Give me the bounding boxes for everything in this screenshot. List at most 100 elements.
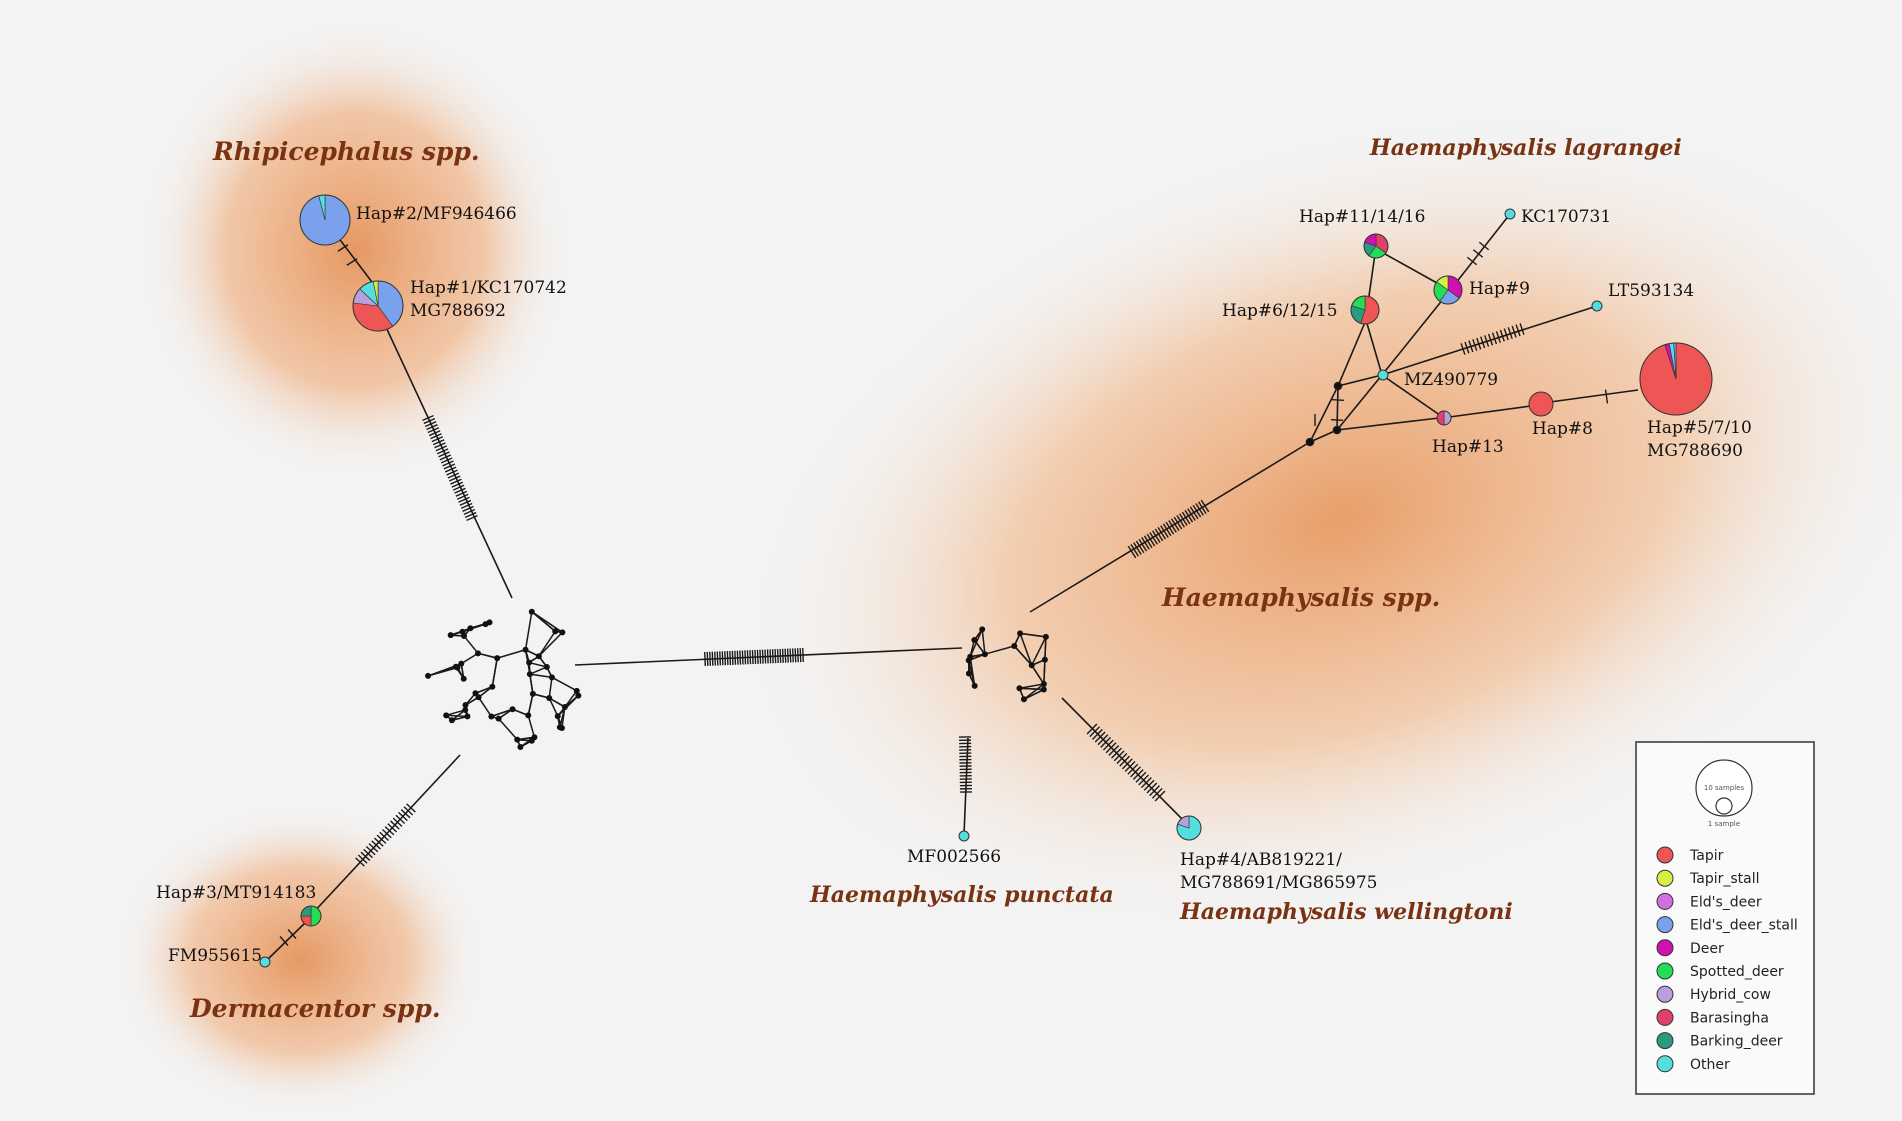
mesh-vertex: [461, 676, 467, 682]
hap4-label-line2: MG788691/MG865975: [1180, 873, 1378, 893]
hap5-label-line2: MG788690: [1647, 441, 1743, 461]
mutation-tick: [755, 650, 756, 664]
mesh-edge: [464, 636, 478, 653]
legend-item-label: Barasingha: [1690, 1010, 1769, 1026]
hap5-node: [1640, 343, 1712, 415]
mesh-vertex: [982, 651, 988, 657]
mesh-vertex: [555, 713, 561, 719]
mutation-tick: [773, 649, 774, 663]
mutation-tick: [763, 650, 764, 664]
mutation-tick: [798, 648, 799, 662]
mutation-tick: [707, 652, 708, 666]
legend-swatch: [1657, 847, 1673, 863]
mutation-tick: [712, 652, 713, 666]
punctata-label: Haemaphysalis punctata: [809, 882, 1114, 908]
legend-swatch: [1657, 1033, 1673, 1049]
mesh-vertex: [966, 671, 972, 677]
mutation-tick: [800, 648, 801, 662]
mesh-edge: [539, 632, 563, 656]
rhipicephalus-label: Rhipicephalus spp.: [212, 137, 480, 166]
mutation-tick: [710, 652, 711, 666]
mesh-vertex: [462, 702, 468, 708]
kc170731-label: KC170731: [1521, 207, 1611, 227]
mesh-edge: [446, 715, 467, 716]
mesh-vertex: [475, 650, 481, 656]
mesh-vertex: [972, 683, 978, 689]
hap4-node: [1177, 816, 1201, 840]
branch-vertex: [1335, 383, 1342, 390]
mesh-vertex: [549, 674, 555, 680]
mutation-tick: [760, 650, 761, 664]
mutation-tick: [770, 649, 771, 663]
mutation-tick: [740, 651, 741, 665]
fm955615-label: FM955615: [168, 946, 262, 966]
hap8-label: Hap#8: [1532, 419, 1593, 439]
mutation-tick: [732, 651, 733, 665]
mutation-tick: [757, 650, 758, 664]
mutation-tick: [778, 649, 779, 663]
mutation-tick: [705, 652, 706, 666]
mesh-vertex: [544, 664, 550, 670]
mesh-vertex: [494, 655, 500, 661]
mesh-vertex: [552, 628, 558, 634]
mesh-vertex: [1016, 685, 1022, 691]
hap11-node: [1364, 234, 1388, 258]
hap2-node: [300, 195, 350, 245]
mesh-vertex: [971, 637, 977, 643]
legend-item-label: Hybrid_cow: [1690, 987, 1771, 1003]
legend-swatch: [1657, 893, 1673, 909]
legend-swatch: [1657, 963, 1673, 979]
mesh-vertex: [525, 712, 531, 718]
mutation-tick: [730, 651, 731, 665]
legend-scale-large-label: 10 samples: [1704, 784, 1745, 792]
mesh-vertex: [514, 737, 520, 743]
mutation-tick: [803, 648, 804, 662]
junction-mesh-left: [425, 609, 581, 750]
hap3-node: [301, 906, 321, 926]
hap5-label-line1: Hap#5/7/10: [1647, 418, 1752, 438]
legend-swatch: [1657, 870, 1673, 886]
legend-item-label: Deer: [1690, 941, 1724, 957]
mutation-tick: [737, 651, 738, 665]
rhipicephalus-region: [140, 20, 570, 480]
mutation-tick: [785, 649, 786, 663]
hap1-label-line2: MG788692: [410, 301, 506, 321]
mutation-tick: [725, 651, 726, 665]
mutation-tick: [793, 648, 794, 662]
mesh-vertex: [1011, 643, 1017, 649]
mesh-edge: [491, 709, 512, 716]
mesh-vertex: [1042, 657, 1048, 663]
mesh-vertex: [510, 706, 516, 712]
mutation-tick: [765, 650, 766, 664]
legend-swatch: [1657, 1009, 1673, 1025]
lt593134-node: [1592, 301, 1602, 311]
mesh-edge: [499, 719, 518, 740]
legend-swatch: [1657, 940, 1673, 956]
legend-item-label: Eld's_deer_stall: [1690, 918, 1798, 934]
hap4-label-line1: Hap#4/AB819221/: [1180, 850, 1342, 870]
mutation-tick: [1331, 420, 1343, 421]
hap11-label: Hap#11/14/16: [1299, 207, 1425, 227]
mesh-vertex: [1029, 662, 1035, 668]
mesh-edge: [479, 697, 492, 716]
hap6-label: Hap#6/12/15: [1222, 301, 1338, 321]
legend-swatch: [1657, 1056, 1673, 1072]
mutation-tick: [783, 649, 784, 663]
legend-item-label: Barking_deer: [1690, 1034, 1783, 1050]
lagrangei-label: Haemaphysalis lagrangei: [1369, 135, 1682, 161]
dermacentor-label: Dermacentor spp.: [189, 994, 441, 1023]
mesh-vertex: [531, 734, 537, 740]
mesh-edge: [532, 612, 555, 632]
mesh-vertex: [527, 671, 533, 677]
hap1-label-line1: Hap#1/KC170742: [410, 278, 567, 298]
mesh-vertex: [575, 693, 581, 699]
mesh-edge: [528, 715, 534, 737]
legend-item-label: Eld's_deer: [1690, 894, 1762, 910]
mesh-edge: [1045, 637, 1046, 660]
mf002566-label: MF002566: [907, 847, 1001, 867]
branch-vertex: [1307, 439, 1314, 446]
mesh-vertex: [526, 660, 532, 666]
legend-item-label: Other: [1690, 1057, 1730, 1073]
